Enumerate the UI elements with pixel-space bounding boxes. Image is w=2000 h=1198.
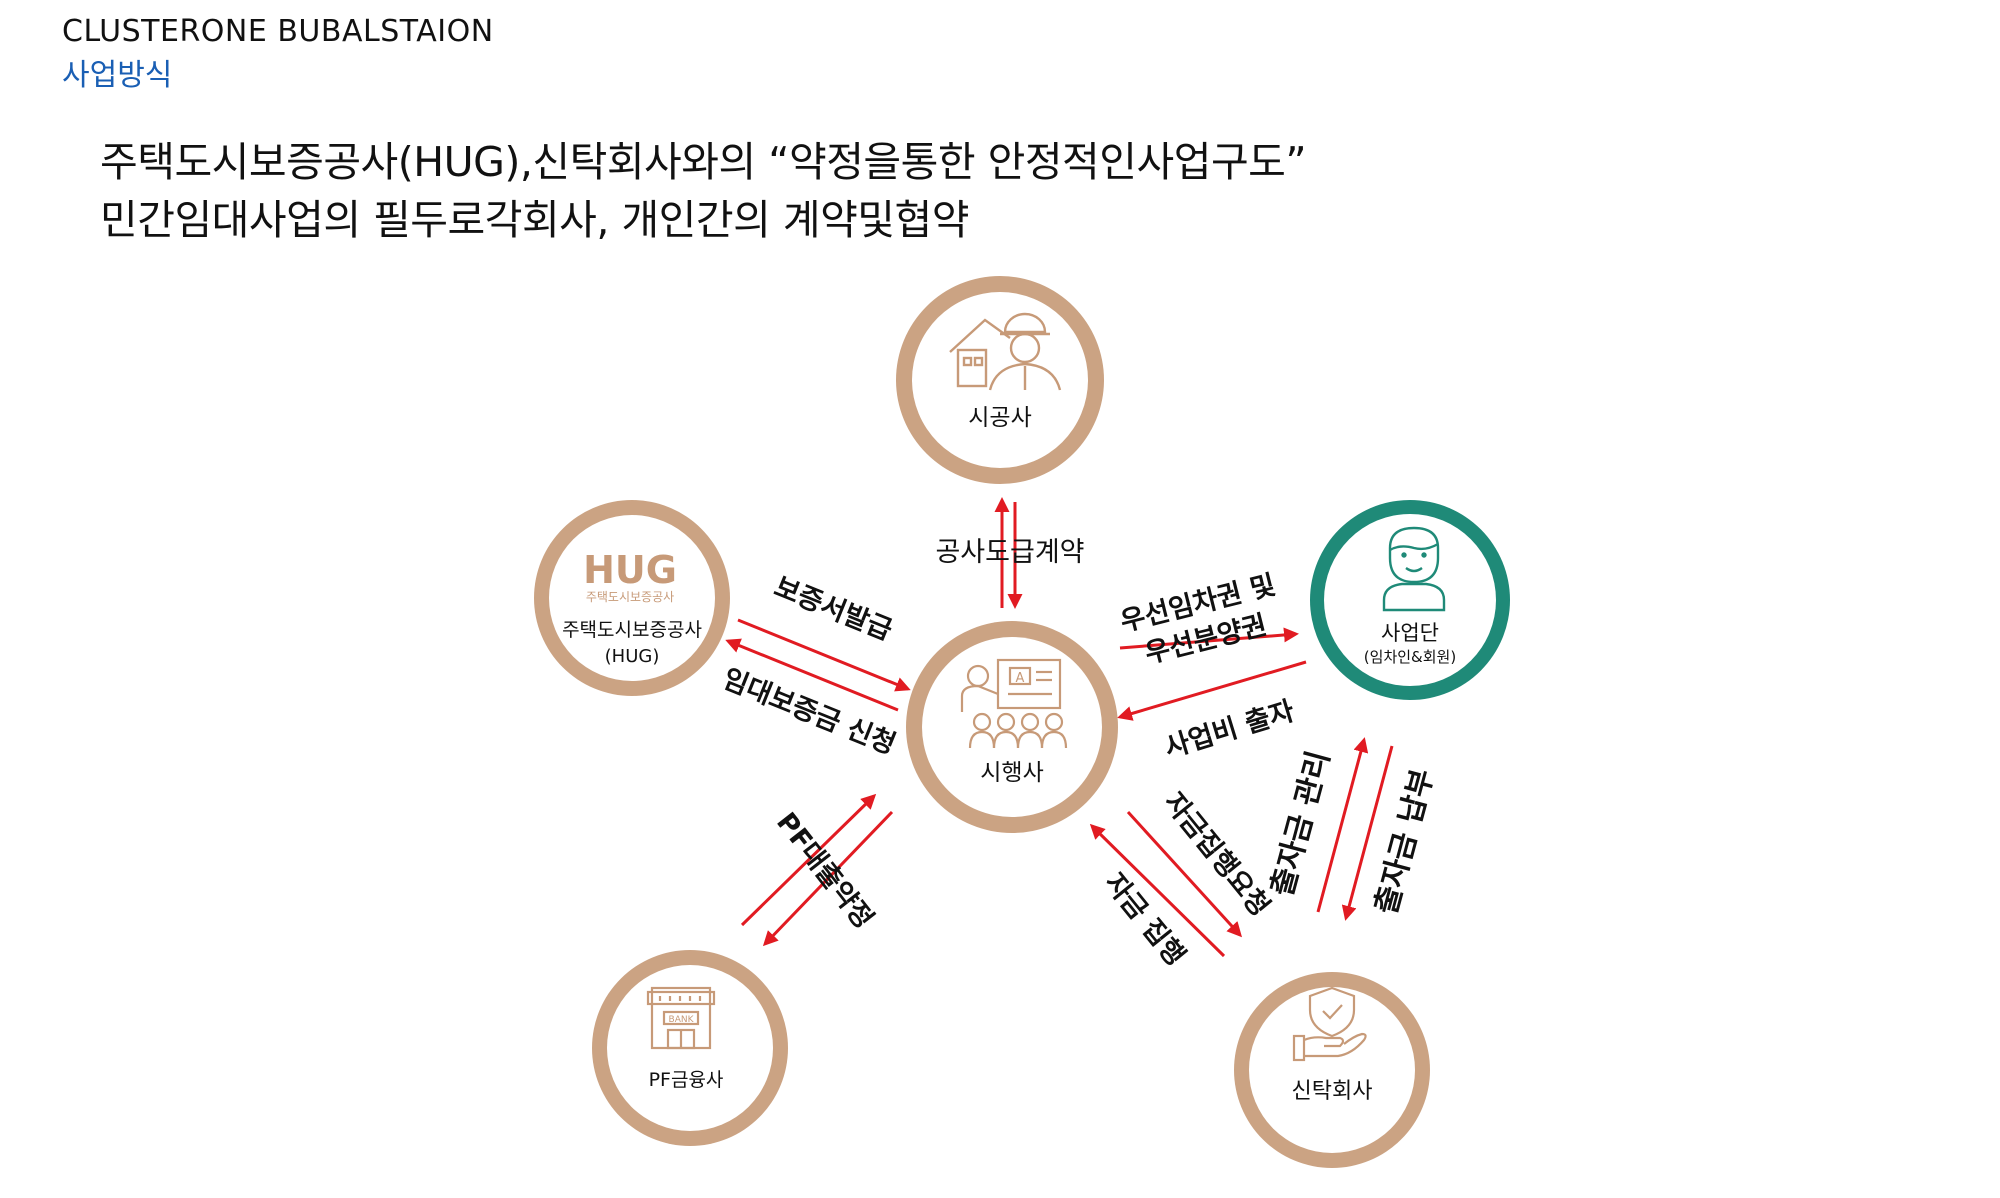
construction-worker-icon (949, 312, 1062, 391)
node-developer: A 시행사 (906, 621, 1118, 833)
arrow-bank-to-developer (740, 793, 877, 927)
node-members-label2: (임차인&회원) (1364, 648, 1456, 666)
headline-line-1: 주택도시보증공사(HUG),신탁회사와의 “약정을통한 안정적인사업구도” (100, 138, 1307, 186)
arrow-developer-to-members (1119, 627, 1299, 650)
hug-logo: HUG (583, 548, 677, 592)
hug-logo-sub: 주택도시보증공사 (586, 590, 674, 604)
edge-guarantee-issue: 보증서발급 (770, 571, 897, 646)
brand-title: CLUSTERONE BUBALSTAION (62, 14, 494, 49)
node-bank: BANK PF금융사 (592, 950, 788, 1146)
node-trust-label: 신탁회사 (1292, 1079, 1373, 1104)
node-members: 사업단 (임차인&회원) (1310, 500, 1510, 700)
user-icon (1382, 526, 1446, 612)
arrows (725, 497, 1394, 958)
arrow-members-to-trust (1341, 745, 1394, 921)
node-contractor-label: 시공사 (968, 405, 1031, 431)
node-developer-label: 시행사 (980, 760, 1043, 786)
edge-pf-loan: PF대출약정 (770, 807, 879, 935)
node-hug: HUG 주택도시보증공사 주택도시보증공사 (HUG) (534, 500, 730, 696)
shield-hand-icon (1292, 986, 1367, 1062)
arrow-developer-to-bank (762, 810, 894, 947)
arrow-members-to-developer (1117, 660, 1307, 721)
node-trust: 신탁회사 (1234, 972, 1430, 1168)
presentation-audience-icon: A (960, 658, 1068, 749)
edge-guarantee-apply: 임대보증금 신청 (718, 663, 900, 760)
edge-fund-execute: 자금 집행 (1098, 868, 1191, 972)
node-contractor: 시공사 (896, 276, 1104, 484)
arrow-trust-to-members (1316, 737, 1369, 913)
bank-sign: BANK (669, 1015, 695, 1025)
svg-text:A: A (1016, 671, 1025, 686)
node-members-label: 사업단 (1381, 621, 1439, 645)
node-bank-label: PF금융사 (649, 1069, 724, 1091)
bank-building-icon (646, 986, 716, 1050)
arrow-hug-to-developer (737, 618, 911, 692)
section-title: 사업방식 (62, 58, 173, 93)
headline-line-2: 민간임대사업의 필두로각회사, 개인간의 계약및협약 (100, 196, 969, 244)
arrow-developer-to-trust (1126, 810, 1243, 938)
edge-construction-contract: 공사도급계약 (935, 537, 1084, 568)
edge-investment: 사업비 출자 (1161, 695, 1298, 764)
arrow-developer-to-hug (725, 638, 899, 712)
arrow-trust-to-developer (1089, 823, 1226, 958)
edge-fund-request: 자금집행요청 (1158, 787, 1276, 922)
node-hug-label2: (HUG) (605, 646, 660, 667)
node-hug-label: 주택도시보증공사 (562, 619, 702, 641)
